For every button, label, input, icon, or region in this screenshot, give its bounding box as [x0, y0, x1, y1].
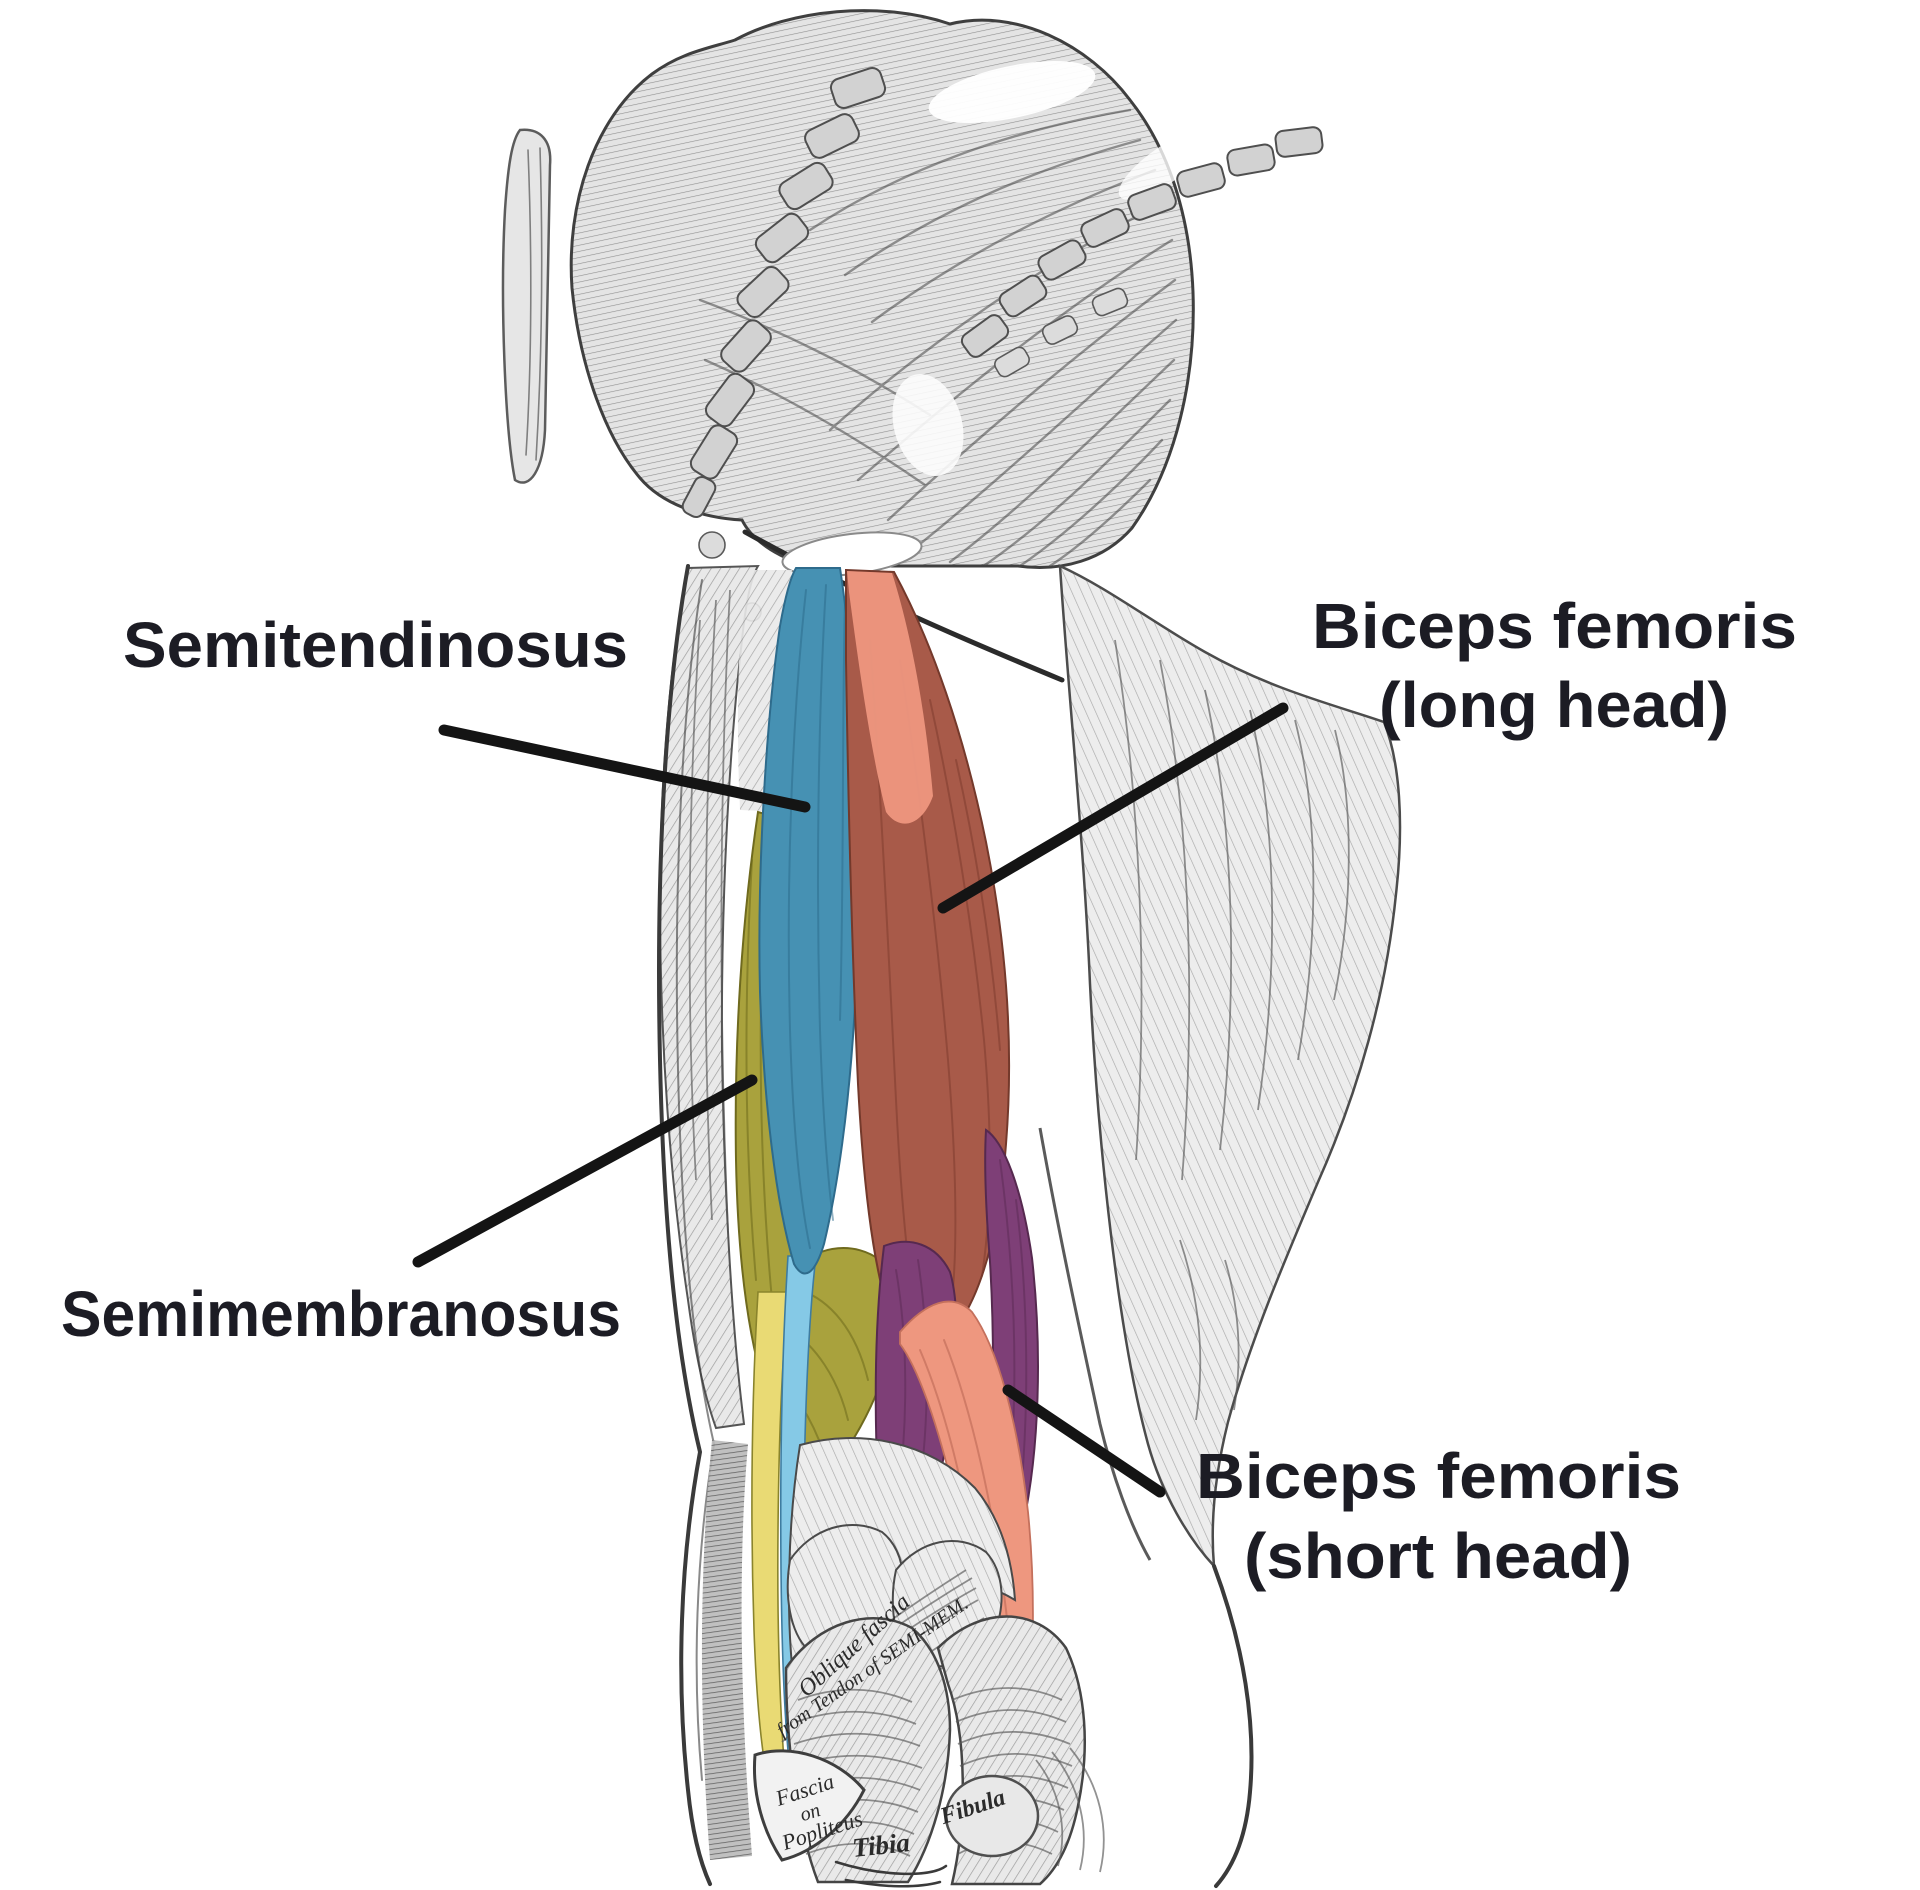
label-semimembranosus: Semimembranosus [61, 1278, 621, 1350]
sliver-detail [525, 147, 543, 461]
adductor-striations [688, 589, 731, 1231]
sacrum-bones [681, 67, 887, 519]
svg-text:(short head): (short head) [1244, 1520, 1632, 1592]
inscription-tibia: Tibia [851, 1827, 911, 1863]
left-leg-contour [657, 564, 712, 1886]
fibula-head [944, 1747, 1105, 1873]
tibia-contour [834, 1860, 948, 1888]
svg-text:Biceps femoris: Biceps femoris [1196, 1440, 1681, 1512]
iliac-crest-bones [960, 126, 1324, 378]
sacral-edge-sliver [501, 128, 552, 484]
svg-text:Biceps femoris: Biceps femoris [1312, 590, 1797, 662]
shadow-band [701, 1440, 752, 1860]
muscle-biceps-long-head [845, 568, 1011, 1349]
leader-biceps-short-head [1002, 1384, 1166, 1498]
leader-lines [412, 702, 1289, 1498]
left-leg-contour-inner [675, 579, 716, 1781]
label-biceps-long-head: Biceps femoris (long head) [1312, 590, 1797, 741]
leader-semitendinosus [438, 724, 811, 813]
svg-text:(long head): (long head) [1379, 669, 1729, 741]
iliotibial-band-edge [1038, 1127, 1152, 1561]
sciatic-gap [892, 374, 964, 476]
vastus-striations [1114, 639, 1350, 1421]
label-biceps-short-head: Biceps femoris (short head) [1196, 1440, 1681, 1592]
bone-highlight-2 [1118, 130, 1212, 200]
pelvis-region [501, 9, 1324, 683]
gluteus-fibers [698, 108, 1178, 568]
bone-highlight [928, 61, 1096, 123]
label-semitendinosus: Semitendinosus [123, 609, 628, 681]
leader-semimembranosus [412, 1074, 758, 1268]
knee-region: Oblique fascia from Tendon of SEMI-MEM. … [701, 1437, 1254, 1888]
vastus-fascia-lata [1058, 563, 1402, 1570]
popliteus-flap [753, 1749, 866, 1862]
right-calf-contour [1212, 1564, 1254, 1888]
biceps-upper-tendon [847, 571, 933, 824]
muscle-semitendinosus [758, 567, 861, 1275]
leader-biceps-long-head [937, 702, 1289, 914]
